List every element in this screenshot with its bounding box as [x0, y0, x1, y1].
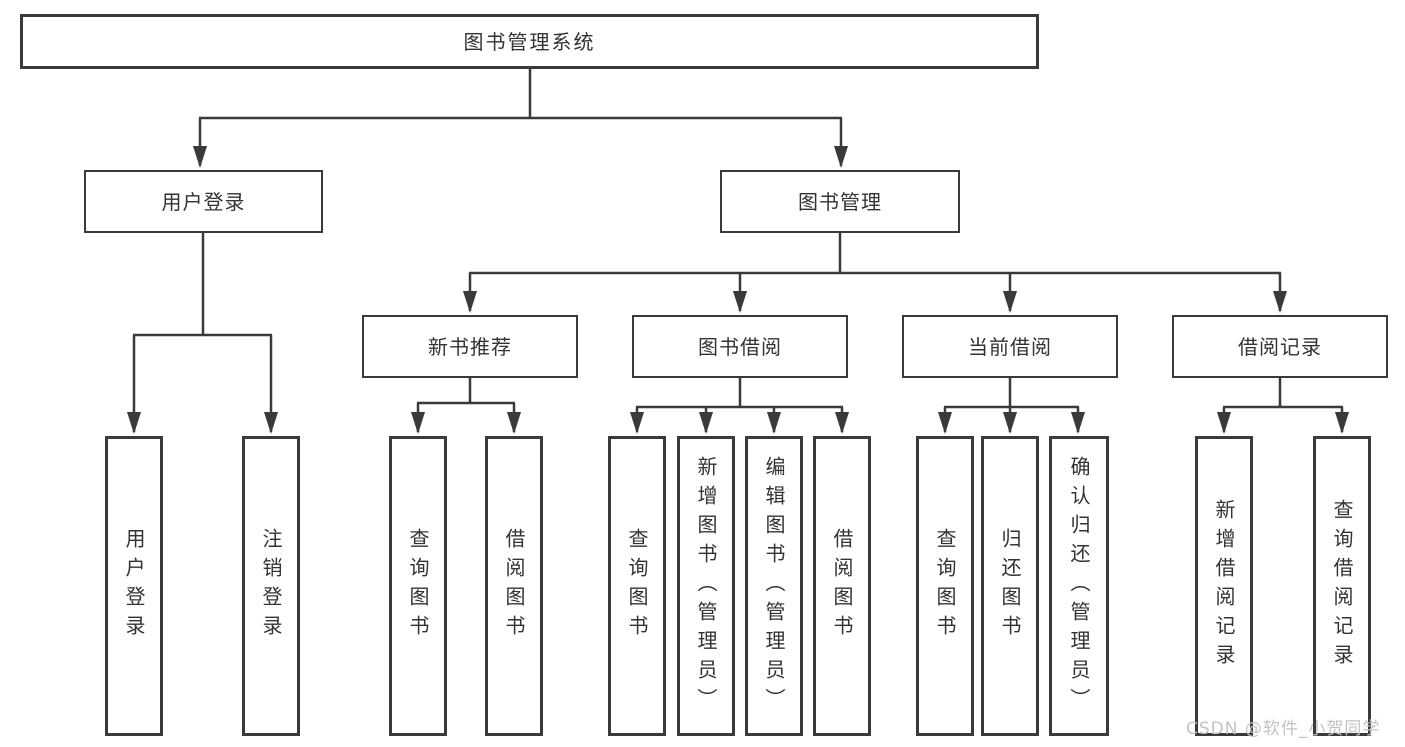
node-book-management: 图书管理 — [720, 170, 960, 233]
node-user-login: 用户登录 — [84, 170, 323, 233]
connector-book-borrow-trunk — [636, 378, 843, 409]
connector-new-books-trunk — [417, 378, 515, 405]
node-leaf-borrow-books: 借阅图书 — [485, 436, 543, 736]
node-leaf-edit-books-admin: 编辑图书（管理员） — [745, 436, 803, 736]
node-leaf-add-books-admin: 新增图书（管理员） — [677, 436, 735, 736]
connector-root-trunk — [199, 69, 842, 120]
node-new-book-recommend: 新书推荐 — [362, 315, 578, 378]
node-leaf-add-borrow-record: 新增借阅记录 — [1195, 436, 1253, 736]
node-leaf-query-books: 查询图书 — [608, 436, 666, 736]
node-leaf-return-books: 归还图书 — [981, 436, 1039, 736]
node-library-management-system: 图书管理系统 — [20, 14, 1039, 69]
connector-borrow-records-trunk — [1223, 378, 1343, 409]
csdn-watermark: CSDN @软件_小贺同学 — [1186, 719, 1381, 739]
connector-user-login-trunk — [133, 233, 272, 337]
node-leaf-query-books: 查询图书 — [389, 436, 447, 736]
node-leaf-borrow-books: 借阅图书 — [813, 436, 871, 736]
node-book-borrow: 图书借阅 — [632, 315, 848, 378]
node-current-borrow: 当前借阅 — [902, 315, 1118, 378]
connector-current-borrow-trunk — [944, 378, 1079, 409]
node-borrow-records: 借阅记录 — [1172, 315, 1388, 378]
node-leaf-query-books: 查询图书 — [916, 436, 974, 736]
connector-book-management-trunk — [469, 233, 1281, 275]
node-leaf-query-borrow-record: 查询借阅记录 — [1313, 436, 1371, 736]
node-leaf-confirm-return-admin: 确认归还（管理员） — [1049, 436, 1109, 736]
node-leaf-logout: 注销登录 — [242, 436, 300, 736]
node-leaf-user-login: 用户登录 — [105, 436, 163, 736]
